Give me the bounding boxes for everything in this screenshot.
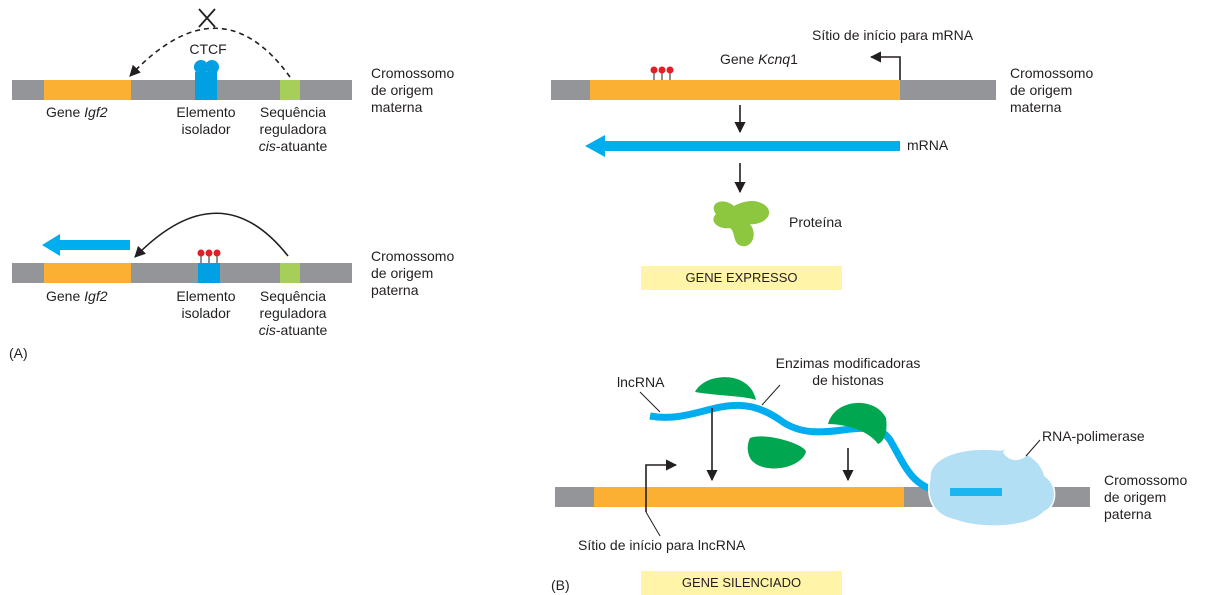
igf2-gene-paternal [44, 263, 131, 283]
ctcf-label: CTCF [189, 41, 227, 57]
methyl-groups-a [197, 249, 221, 263]
lncrna-start-arrow [645, 459, 678, 512]
mrna-label: mRNA [907, 137, 949, 153]
lncrna-leader [639, 391, 661, 413]
polymerase-channel [950, 488, 1002, 496]
panel-b-maternal [551, 51, 996, 247]
regulatory-sequence-maternal [280, 80, 300, 100]
paternal-chromosome-label-b: Cromossomo de origem paterna [1104, 472, 1188, 522]
ctcf-protein-right [205, 60, 219, 74]
insulator-label-maternal: Elemento isolador [176, 104, 236, 137]
regulatory-label-paternal: Sequência reguladora cis-atuante [258, 288, 328, 338]
panel-a-label: (A) [9, 345, 28, 361]
lncrna-start-site-label: Sítio de início para lncRNA [578, 537, 746, 553]
igf2-gene-label-maternal: Gene Igf2 [46, 104, 108, 120]
rna-polymerase-shape [928, 448, 1056, 527]
histone-enzyme-3 [828, 402, 887, 444]
polymerase-leader [1025, 439, 1041, 457]
kcnq1-gene-label: Gene Kcnq1 [720, 51, 798, 67]
rna-polymerase-notch [1003, 447, 1026, 461]
lncrna-label: lncRNA [617, 374, 665, 390]
gene-silenced-badge: GENE SILENCIADO [641, 571, 842, 595]
insulator-label-paternal: Elemento isolador [176, 288, 236, 321]
mrna-arrow [585, 135, 900, 157]
ctcf-protein-left [194, 60, 208, 74]
paternal-chromosome-label-a: Cromossomo de origem paterna [371, 248, 455, 298]
regulatory-sequence-paternal [280, 263, 300, 283]
mrna-start-site-label: Sítio de início para mRNA [812, 27, 974, 43]
blocked-enhancer-arrow [129, 27, 291, 78]
protein-label: Proteína [789, 214, 842, 230]
panel-a-maternal [12, 8, 352, 100]
enzymes-leader [761, 384, 781, 406]
mrna-start-arrow [869, 51, 901, 80]
panel-a-paternal [12, 212, 352, 283]
maternal-chromosome-label-a: Cromossomo de origem materna [371, 65, 455, 115]
histone-enzymes-label: Enzimas modificadoras de histonas [775, 355, 921, 388]
histone-enzyme-2 [747, 436, 806, 469]
insulator-element-paternal [198, 263, 220, 283]
panel-b-label: (B) [551, 577, 570, 593]
histone-enzyme-1 [695, 377, 756, 400]
igf2-transcript-arrow [42, 234, 130, 256]
lncrna-start-leader [645, 511, 661, 537]
protein-shape [713, 201, 770, 247]
igf2-gene-label-paternal: Gene Igf2 [46, 288, 108, 304]
panel-b-paternal [555, 377, 1090, 537]
lncrna-strand [649, 401, 1002, 496]
enhancer-arrow [134, 212, 289, 258]
gene-expressed-badge: GENE EXPRESSO [641, 266, 842, 290]
methyl-groups-b [650, 66, 674, 80]
rna-polymerase-label: RNA-polimerase [1042, 428, 1145, 444]
maternal-chromosome-label-b: Cromossomo de origem materna [1010, 65, 1094, 115]
kcnq1-gene-paternal [594, 487, 904, 507]
block-cross-icon [198, 8, 216, 28]
kcnq1-gene-maternal [590, 80, 900, 100]
igf2-gene-maternal [44, 80, 131, 100]
regulatory-label-maternal: Sequência reguladora cis-atuante [258, 104, 328, 154]
insulator-element-maternal [195, 72, 217, 100]
